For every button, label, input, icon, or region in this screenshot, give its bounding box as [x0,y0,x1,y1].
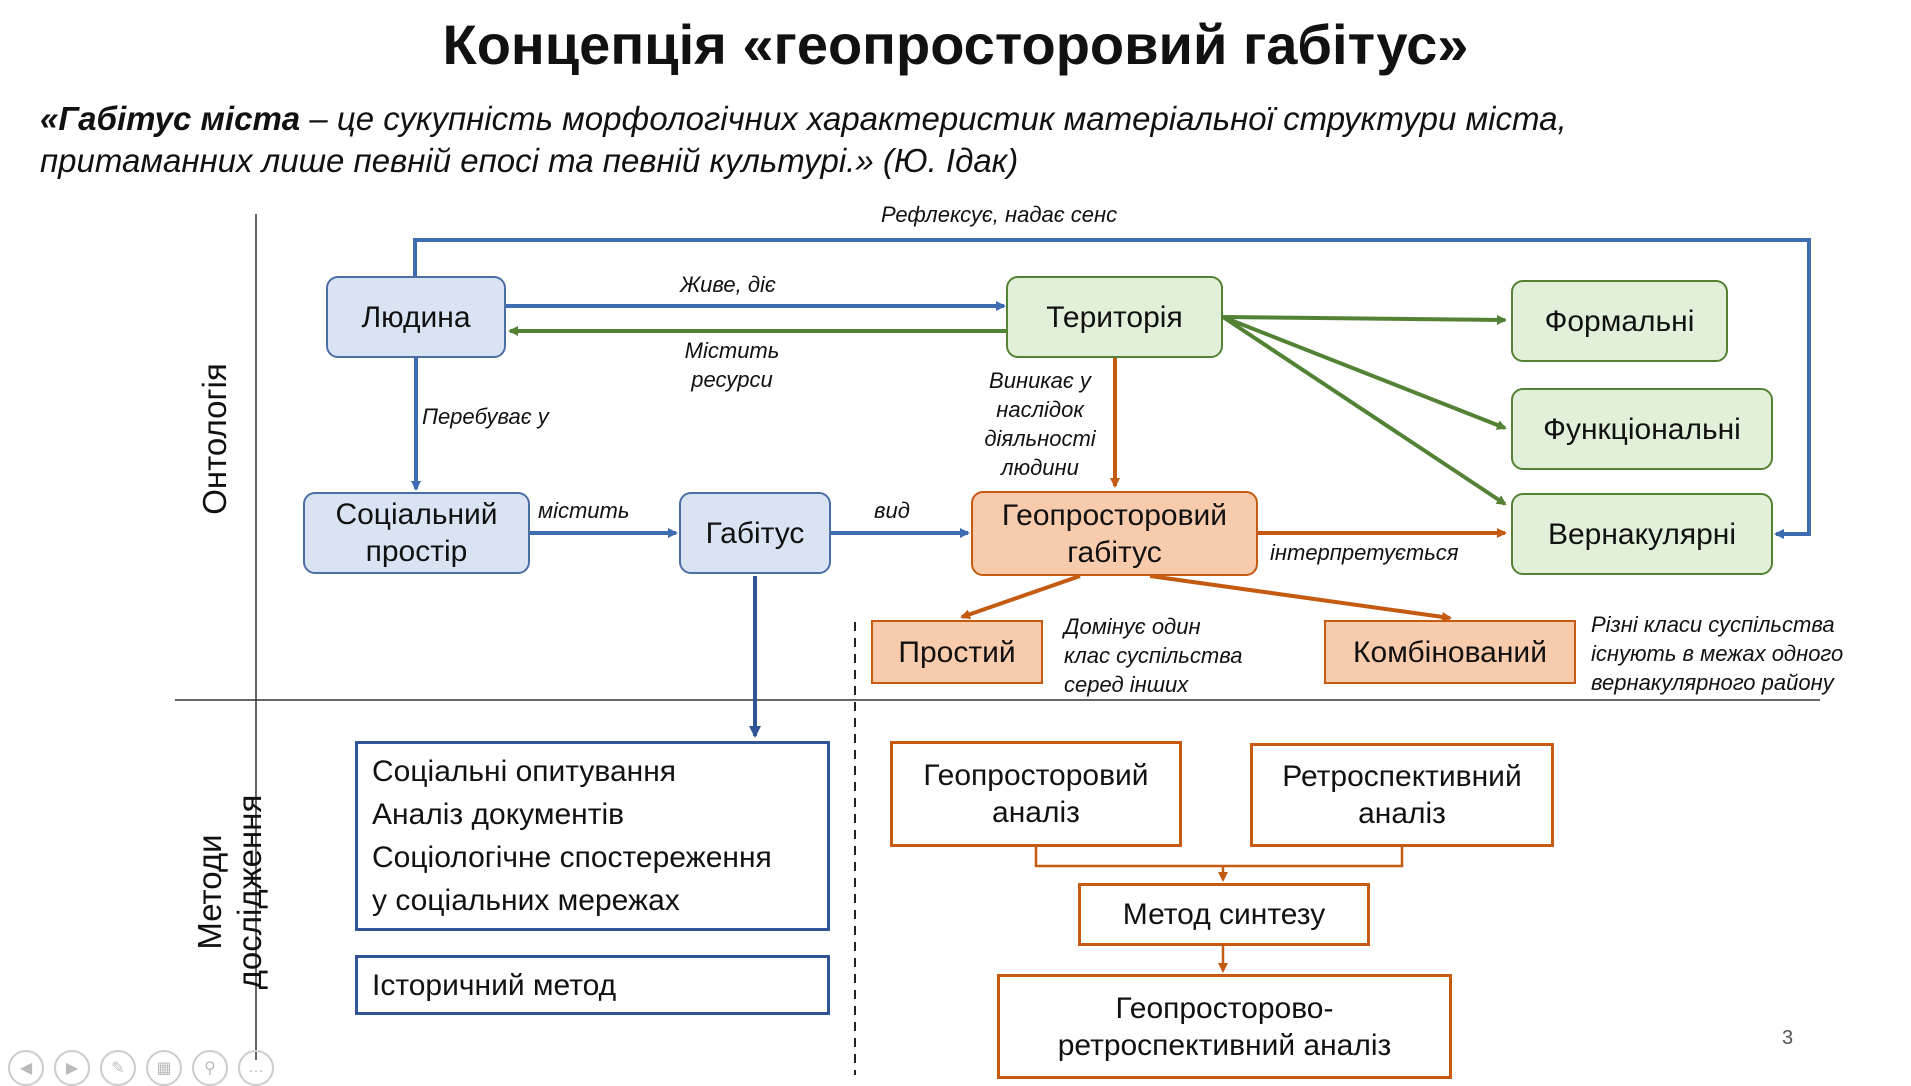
note-simple: Домінує один клас суспільства серед інши… [1064,612,1242,699]
node-combined: Комбінований [1324,620,1576,684]
methods-sociological-list: Соціальні опитування Аналіз документів С… [372,750,772,922]
edge-to-simple [960,574,1081,620]
label-contains-resources: Містить ресурси [672,336,792,394]
methods-historical-label: Історичний метод [372,968,617,1002]
section-label-methods: Методи дослідження [190,782,270,1002]
label-arises-line2: наслідок [996,397,1084,422]
node-geo-habitus: Геопросторовий габітус [971,491,1258,576]
node-territory: Територія [1006,276,1223,358]
methods-historical-box: Історичний метод [355,955,830,1015]
node-formal: Формальні [1511,280,1728,362]
label-contains: містить [538,498,630,523]
method-item: Соціальні опитування [372,755,677,788]
label-kind: вид [874,498,910,523]
habitus-definition-quote: «Габітус міста – це сукупність морфологі… [40,98,1880,182]
node-human-label: Людина [361,300,471,334]
method-geo-analysis-line2: аналіз [992,796,1080,829]
note-combined-line1: Різні класи суспільства [1591,612,1835,637]
node-functional-label: Функціональні [1543,412,1741,446]
node-geo-habitus-line1: Геопросторовий [1001,498,1228,532]
pen-icon[interactable]: ✎ [100,1050,136,1086]
node-geo-habitus-label: Геопросторовий габітус [1002,497,1227,571]
node-social-space-line1: Соціальний [335,498,498,531]
method-geo-retro-analysis-label: Геопросторово- ретроспективний аналіз [1058,990,1392,1064]
method-geo-analysis-label: Геопросторовий аналіз [923,757,1148,831]
label-arises-line4: людини [1001,455,1079,480]
label-stays-in: Перебуває у [422,404,549,429]
method-geo-retro-analysis: Геопросторово- ретроспективний аналіз [997,974,1452,1079]
label-interpreted: інтерпретується [1270,540,1459,565]
node-human: Людина [326,276,506,358]
node-social-space-label: Соціальний простір [335,496,497,570]
method-geo-analysis-line1: Геопросторовий [923,759,1149,792]
label-arises: Виникає у наслідок діяльності людини [960,366,1120,482]
node-geo-habitus-line2: габітус [1067,535,1162,569]
node-territory-label: Територія [1046,300,1183,334]
prev-slide-icon[interactable]: ◀ [8,1050,44,1086]
node-simple-label: Простий [898,635,1016,669]
zoom-icon[interactable]: ⚲ [192,1050,228,1086]
edge-to-combined [1149,574,1452,622]
method-retro-analysis-line1: Ретроспективний [1282,760,1522,793]
edge-to-functional [1222,315,1507,430]
section-label-methods-line2: дослідження [231,794,268,990]
note-combined-line3: вернакулярного району [1591,670,1834,695]
label-contains-resources-line2: ресурси [691,367,773,392]
note-combined: Різні класи суспільства існують в межах … [1591,610,1843,697]
section-label-ontology: Онтологія [196,363,233,515]
more-options-icon[interactable]: … [238,1050,274,1086]
method-synthesis: Метод синтезу [1078,883,1370,946]
page-number: 3 [1782,1027,1794,1049]
connector-geo-analysis [1034,847,1404,868]
label-lives: Живе, діє [680,272,776,297]
edge-to-formal [1222,314,1507,325]
label-contains-resources-line1: Містить [684,338,780,363]
node-social-space-line2: простір [365,535,468,568]
node-combined-label: Комбінований [1353,635,1547,669]
page-title: Концепція «геопросторовий габітус» [442,13,1469,76]
node-habitus: Габітус [679,492,831,574]
node-vernacular-label: Вернакулярні [1547,517,1737,551]
method-item: у соціальних мережах [372,884,680,917]
label-reflects: Рефлексує, надає сенс [881,202,1118,227]
edge-to-vernacular [1221,315,1507,506]
node-simple: Простий [871,620,1043,684]
node-vernacular: Вернакулярні [1511,493,1773,575]
note-combined-line2: існують в межах одного [1591,641,1844,666]
node-social-space: Соціальний простір [303,492,530,574]
node-functional: Функціональні [1511,388,1773,470]
method-retro-analysis-label: Ретроспективний аналіз [1282,758,1521,832]
section-label-methods-line1: Методи [191,834,228,950]
node-habitus-label: Габітус [705,516,805,550]
method-geo-retro-analysis-line1: Геопросторово- [1115,991,1334,1025]
method-retro-analysis-line2: аналіз [1358,797,1446,830]
methods-sociological-box: Соціальні опитування Аналіз документів С… [355,741,830,931]
method-geo-analysis: Геопросторовий аналіз [890,741,1182,847]
note-simple-line1: Домінує один [1064,614,1201,639]
note-simple-line2: клас суспільства [1064,643,1243,668]
quote-text-line2: притаманних лише певній епосі та певній … [40,142,1019,179]
next-slide-icon[interactable]: ▶ [54,1050,90,1086]
method-item: Соціологічне спостереження [372,841,772,874]
label-arises-line1: Виникає у [989,368,1091,393]
method-geo-retro-analysis-line2: ретроспективний аналіз [1057,1028,1392,1062]
label-arises-line3: діяльності [984,426,1096,451]
node-formal-label: Формальні [1544,304,1695,338]
edge-reflects [413,238,1811,539]
slides-grid-icon[interactable]: ▦ [146,1050,182,1086]
method-retro-analysis: Ретроспективний аналіз [1250,743,1554,847]
note-simple-line3: серед інших [1064,672,1189,697]
method-item: Аналіз документів [372,798,625,831]
method-synthesis-label: Метод синтезу [1122,898,1326,931]
quote-term: «Габітус міста [40,100,301,137]
quote-text-line1: – це сукупність морфологічних характерис… [300,100,1567,137]
